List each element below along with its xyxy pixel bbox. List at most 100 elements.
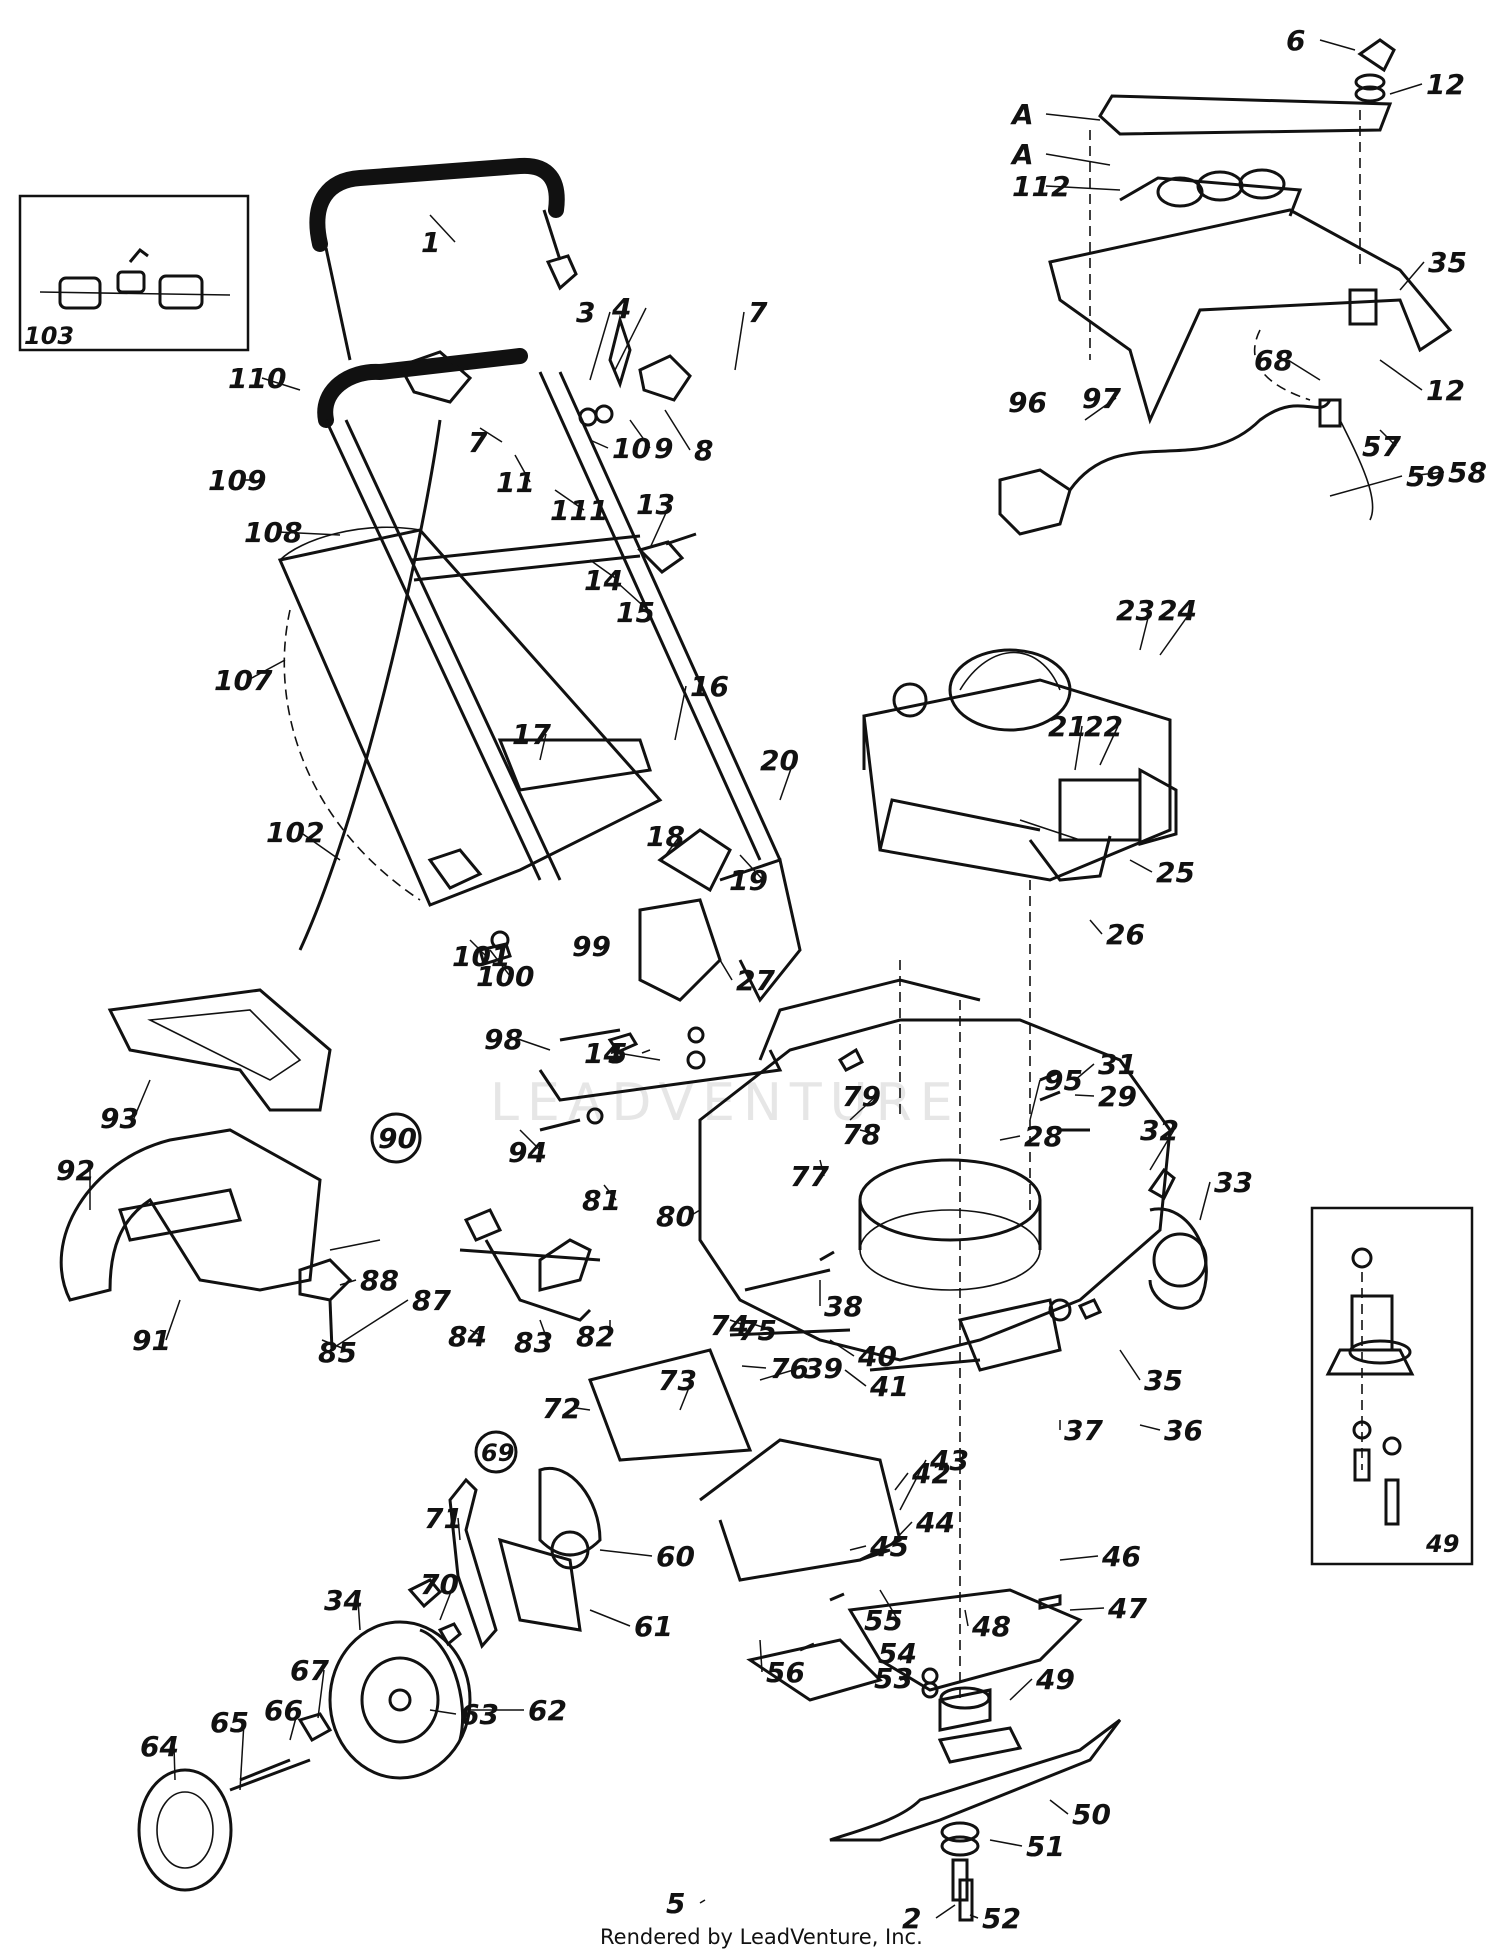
leader-line	[457, 1517, 461, 1541]
leader-line	[849, 1095, 877, 1121]
leader-line	[247, 659, 286, 681]
leader-line	[589, 1609, 631, 1627]
leader-line	[589, 439, 609, 449]
leader-line	[514, 454, 531, 483]
leader-line	[734, 311, 745, 371]
leader-line	[1009, 1678, 1033, 1701]
part-callout-35: 35	[1428, 246, 1467, 279]
leader-line	[299, 831, 341, 861]
part-callout-88: 88	[360, 1264, 399, 1297]
leader-line	[1139, 609, 1151, 651]
circled-label-90: 90	[378, 1122, 417, 1155]
leader-line	[479, 427, 503, 443]
hardware	[478, 314, 1103, 1652]
inset-label-103: 103	[24, 322, 74, 350]
part-callout-68: 68	[1254, 344, 1293, 377]
part-callout-108: 108	[244, 516, 302, 549]
leader-line	[844, 1369, 867, 1387]
leader-line	[1074, 1094, 1095, 1097]
part-callout-7: 7	[748, 296, 768, 329]
leader-line	[489, 949, 511, 977]
leader-line	[1084, 397, 1117, 421]
part-callout-7: 7	[468, 426, 488, 459]
leader-line	[329, 1299, 409, 1351]
part-callout-5: 5	[608, 1037, 627, 1070]
part-callout-91: 91	[132, 1324, 171, 1357]
part-callout-76: 76	[770, 1352, 809, 1385]
part-callout-13: 13	[636, 488, 675, 521]
rear-shield	[459, 1238, 1083, 1692]
leader-line	[469, 939, 487, 957]
leader-line	[689, 1209, 701, 1217]
part-callout-17: 17	[512, 718, 551, 751]
part-callout-87: 87	[412, 1284, 451, 1317]
front-wheel-assembly	[137, 1467, 602, 1892]
part-callout-40: 40	[857, 1340, 897, 1373]
leader-line	[719, 959, 733, 981]
part-callout-93: 93	[100, 1102, 139, 1135]
part-callout-29: 29	[1098, 1080, 1137, 1113]
leader-line	[964, 1609, 969, 1627]
leader-line	[603, 1184, 617, 1201]
part-callout-65: 65	[210, 1706, 249, 1739]
height-adjusters	[463, 828, 883, 1702]
leader-line	[133, 1079, 151, 1119]
part-callout-72: 72	[542, 1392, 581, 1425]
leader-line	[1329, 475, 1403, 497]
credit-text: Rendered by LeadVenture, Inc.	[600, 1925, 923, 1949]
part-callout-24: 24	[1158, 594, 1197, 627]
leader-line	[889, 1521, 913, 1546]
mower-deck	[698, 880, 1208, 1700]
leader-line	[539, 1319, 549, 1343]
battery-assembly	[998, 38, 1453, 536]
leader-line	[554, 489, 585, 511]
circled-labels: 90 69	[370, 1112, 518, 1474]
leader-line	[989, 1839, 1023, 1847]
part-callout-70: 70	[420, 1568, 459, 1601]
part-callout-96: 96	[1008, 386, 1047, 419]
part-callout-99: 99	[572, 930, 611, 963]
part-callout-34: 34	[324, 1584, 363, 1617]
leader-line	[674, 685, 687, 741]
part-callout-101: 101	[452, 940, 510, 973]
leader-line	[589, 559, 619, 581]
leader-line	[1039, 401, 1043, 411]
leader-line	[899, 1677, 909, 1681]
leader-line	[1049, 1799, 1069, 1815]
part-callout-32: 32	[1140, 1114, 1179, 1147]
part-callout-57: 57	[1362, 430, 1401, 463]
leader-line	[999, 1135, 1021, 1141]
leader-line	[357, 1599, 361, 1631]
leader-line	[1089, 919, 1103, 935]
leader-line	[617, 1052, 661, 1061]
part-callout-43: 43	[929, 1444, 969, 1477]
part-callout-47: 47	[1107, 1592, 1147, 1625]
leader-line	[1319, 39, 1356, 51]
part-callout-41: 41	[869, 1370, 909, 1403]
part-callout-10: 10	[612, 432, 651, 465]
leader-line	[519, 1129, 543, 1153]
part-callout-35: 35	[1144, 1364, 1183, 1397]
part-callout-37: 37	[1064, 1414, 1103, 1447]
leader-line	[1074, 725, 1083, 771]
leader-line	[879, 1589, 899, 1621]
part-callout-48: 48	[971, 1610, 1011, 1643]
leader-line	[1129, 859, 1153, 873]
part-callout-15: 15	[616, 596, 655, 629]
leader-line	[969, 1914, 979, 1919]
leader-line	[819, 1159, 825, 1177]
part-callout-60: 60	[656, 1540, 695, 1573]
part-callout-4: 4	[611, 292, 631, 325]
part-callout-31: 31	[1098, 1048, 1137, 1081]
part-callout-12: 12	[1426, 68, 1465, 101]
part-callout-46: 46	[1101, 1540, 1141, 1573]
part-callout-61: 61	[634, 1610, 673, 1643]
part-callout-39: 39	[804, 1352, 843, 1385]
leader-line	[1059, 1555, 1099, 1561]
part-callout-112: 112	[1012, 170, 1070, 203]
part-callout-92: 92	[56, 1154, 95, 1187]
part-callout-54: 54	[878, 1637, 917, 1670]
part-callout-a: A	[1010, 98, 1034, 131]
leader-line	[935, 1904, 956, 1919]
part-callout-14: 14	[584, 564, 623, 597]
